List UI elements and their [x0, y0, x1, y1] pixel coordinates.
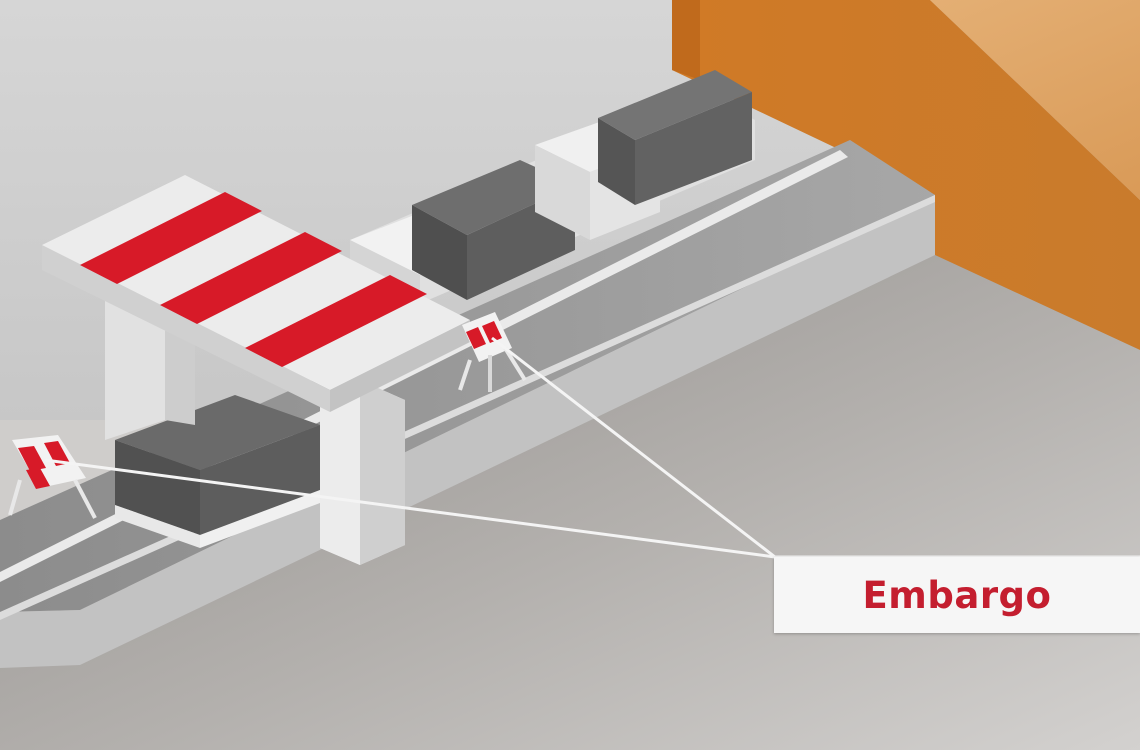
embargo-callout-box: Embargo — [774, 557, 1140, 633]
orange-building — [672, 0, 1140, 350]
embargo-label: Embargo — [862, 573, 1052, 617]
left-container — [115, 395, 320, 548]
checkpoint-gate — [42, 175, 470, 565]
barricade-right — [458, 312, 527, 392]
